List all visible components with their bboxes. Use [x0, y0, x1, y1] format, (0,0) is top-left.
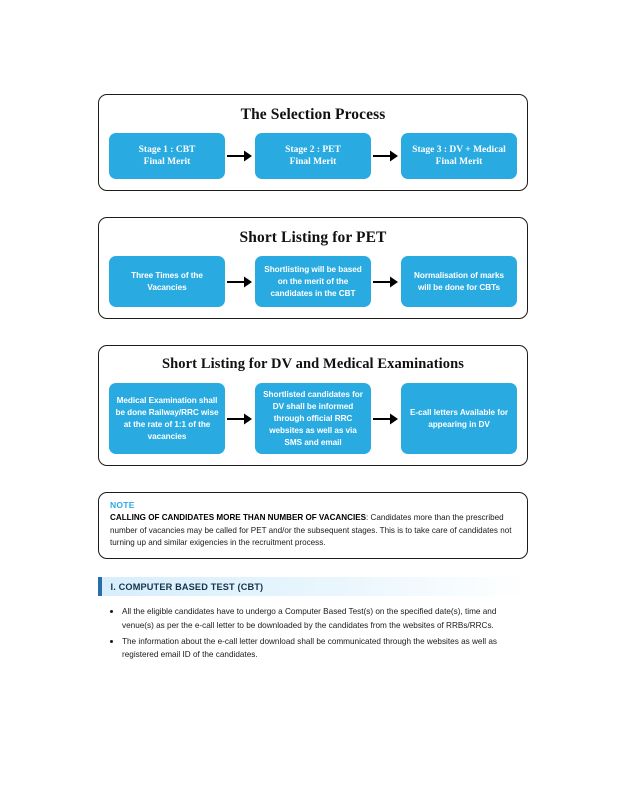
flow-row: Three Times of the Vacancies Shortlistin…	[109, 256, 517, 308]
flow-box-three-times-vacancies: Three Times of the Vacancies	[109, 256, 225, 308]
arrow-right-icon-1	[225, 133, 255, 179]
arrow-right-icon-5	[225, 383, 255, 454]
list-item: All the eligible candidates have to unde…	[98, 605, 528, 632]
note-text: : Candidates more than the prescribed nu…	[110, 513, 512, 548]
flow-box-ecall-letters: E-call letters Available for appearing i…	[401, 383, 517, 455]
flow-box-shortlisted-candidates-dv: Shortlisted candidates for DV shall be i…	[255, 383, 371, 455]
note-label: NOTE	[110, 500, 135, 511]
flow-row: Medical Examination shall be done Railwa…	[109, 383, 517, 455]
note-heading: CALLING OF CANDIDATES MORE THAN NUMBER O…	[110, 513, 366, 523]
flow-row: Stage 1 : CBT Final Merit Stage 2 : PET …	[109, 133, 517, 180]
flow-box-stage-2-line2: Final Merit	[289, 157, 337, 168]
list-item: The information about the e-call letter …	[98, 635, 528, 662]
flowchart-selection-process: The Selection Process Stage 1 : CBT Fina…	[98, 94, 528, 192]
flowchart-short-listing-dv-medical: Short Listing for DV and Medical Examina…	[98, 345, 528, 467]
arrow-right-icon-3	[225, 256, 255, 307]
section-title-short-listing-pet: Short Listing for PET	[239, 229, 387, 247]
note-box: NOTE CALLING OF CANDIDATES MORE THAN NUM…	[98, 492, 528, 560]
flow-box-stage-3: Stage 3 : DV + Medical Final Merit	[401, 133, 517, 180]
section-title-selection-process: The Selection Process	[240, 106, 386, 123]
accent-bar	[98, 577, 102, 597]
cbt-bullet-list: All the eligible candidates have to unde…	[98, 605, 528, 661]
arrow-right-icon-4	[371, 256, 401, 307]
flow-box-stage-1-line1: Stage 1 : CBT	[138, 144, 196, 155]
flow-box-medical-examination: Medical Examination shall be done Railwa…	[109, 383, 225, 455]
flowchart-short-listing-pet: Short Listing for PET Three Times of the…	[98, 217, 528, 320]
flow-box-shortlisting-merit: Shortlisting will be based on the merit …	[255, 256, 371, 308]
cbt-section-heading: I. COMPUTER BASED TEST (CBT)	[98, 577, 528, 597]
flow-box-normalisation-marks: Normalisation of marks will be done for …	[401, 256, 517, 308]
section-title-short-listing-dv-medical: Short Listing for DV and Medical Examina…	[161, 356, 465, 373]
flow-box-stage-3-line2: Final Merit	[435, 157, 483, 168]
cbt-heading-text: I. COMPUTER BASED TEST (CBT)	[110, 581, 264, 592]
document-content: The Selection Process Stage 1 : CBT Fina…	[98, 94, 528, 665]
flow-box-stage-2: Stage 2 : PET Final Merit	[255, 133, 371, 180]
flow-box-stage-1-line2: Final Merit	[143, 157, 191, 168]
note-body: CALLING OF CANDIDATES MORE THAN NUMBER O…	[110, 512, 516, 549]
flow-box-stage-2-line1: Stage 2 : PET	[285, 144, 341, 155]
flow-box-stage-3-line1: Stage 3 : DV + Medical	[412, 144, 506, 155]
arrow-right-icon-2	[371, 133, 401, 179]
flow-box-stage-1: Stage 1 : CBT Final Merit	[109, 133, 225, 180]
arrow-right-icon-6	[371, 383, 401, 454]
